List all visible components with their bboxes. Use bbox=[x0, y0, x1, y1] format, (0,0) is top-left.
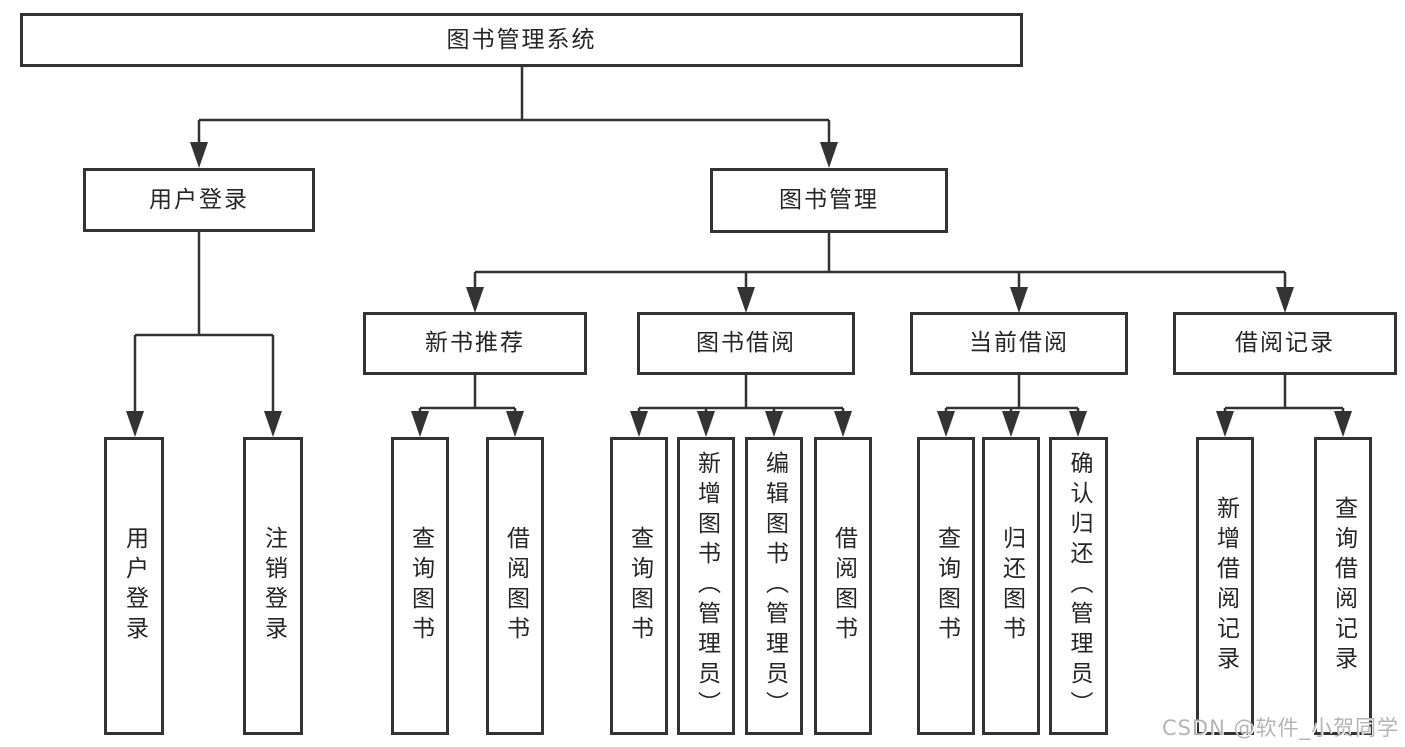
node-new-book-recommendation: 新书推荐 bbox=[363, 312, 587, 375]
leaf-borrow-books-borrowing: 借阅图书 bbox=[814, 437, 872, 735]
watermark: CSDN @软件_小贺同学 bbox=[1161, 716, 1399, 740]
node-book-management: 图书管理 bbox=[710, 168, 948, 233]
leaf-return-books: 归还图书 bbox=[982, 437, 1040, 735]
leaf-query-borrow-record: 查询借阅记录 bbox=[1314, 437, 1372, 735]
leaf-borrow-books-recommend: 借阅图书 bbox=[486, 437, 544, 735]
node-book-borrowing: 图书借阅 bbox=[637, 312, 855, 375]
node-borrowing-records: 借阅记录 bbox=[1173, 312, 1397, 375]
node-library-management-system: 图书管理系统 bbox=[20, 13, 1023, 67]
node-current-borrowing: 当前借阅 bbox=[910, 312, 1128, 375]
leaf-query-books-recommend: 查询图书 bbox=[391, 437, 449, 735]
node-user-login: 用户登录 bbox=[83, 168, 315, 232]
leaf-add-book-admin: 新增图书（管理员） bbox=[677, 437, 735, 735]
leaf-logout: 注销登录 bbox=[243, 437, 303, 735]
leaf-user-login: 用户登录 bbox=[104, 437, 164, 735]
leaf-query-books-borrowing: 查询图书 bbox=[610, 437, 668, 735]
leaf-confirm-return-admin: 确认归还（管理员） bbox=[1049, 437, 1108, 735]
leaf-query-books-current: 查询图书 bbox=[917, 437, 975, 735]
leaf-add-borrow-record: 新增借阅记录 bbox=[1196, 437, 1254, 735]
leaf-edit-book-admin: 编辑图书（管理员） bbox=[745, 437, 803, 735]
